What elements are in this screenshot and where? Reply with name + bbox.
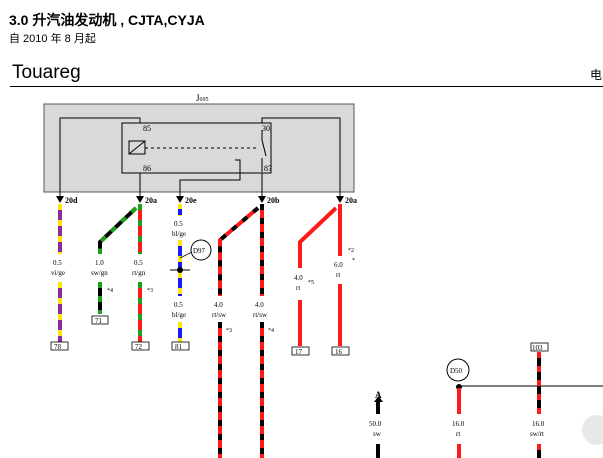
connector-arrow-20b [258, 196, 266, 203]
wire5-note: *3 [226, 328, 232, 334]
wire4b-color: bl/ge [172, 311, 186, 319]
header-rule [10, 86, 603, 87]
wire1-size: 0.5 [53, 259, 62, 267]
wire6-color: rt/sw [253, 311, 268, 319]
wire11-size: 16.0 [532, 420, 545, 428]
scroll-button[interactable] [582, 415, 603, 445]
wire8-note: *2 [348, 248, 354, 254]
terminal-a: A [375, 390, 382, 400]
connector-arrow-20e [176, 196, 184, 203]
wire-sw-gn [98, 206, 138, 314]
page-subtitle: 自 2010 年 8 月起 [9, 33, 96, 45]
wire-rt-sw-1 [218, 206, 260, 458]
wire4b-size: 0.5 [174, 301, 183, 309]
wire9-size: 50.0 [369, 420, 382, 428]
ground-71-box [91, 315, 109, 325]
ground-16-box [331, 346, 350, 356]
wire8-color: rt [336, 271, 340, 279]
internal-wire-85 [59, 117, 141, 196]
wire3-note: *3 [147, 288, 153, 294]
ground-72: 72 [135, 343, 143, 351]
edge-text: 电 [590, 68, 603, 82]
pin-86: 86 [143, 164, 151, 173]
wire4a-color: bl/ge [172, 230, 186, 238]
ground-72-box [131, 341, 150, 351]
connector-20b: 20b [267, 196, 280, 205]
wire-rt-1 [298, 206, 338, 268]
wire7-note: *5 [308, 280, 314, 286]
wire7-color: rt [296, 284, 300, 292]
node-d50: D50 [450, 367, 463, 375]
node-d97-circle [190, 239, 212, 261]
wire3-size: 0.5 [134, 259, 143, 267]
wire7-size: 4.0 [294, 274, 303, 282]
internal-wire-20e [179, 159, 241, 196]
wire8-size: 6.0 [334, 261, 343, 269]
connector-20e: 20e [185, 196, 197, 205]
ground-78-box [50, 341, 69, 351]
connector-arrow-20d [56, 196, 64, 203]
node-d50-circle [446, 358, 470, 382]
wire3-color: rt/gn [132, 269, 146, 277]
page-title: 3.0 升汽油发动机 , CJTA,CYJA [9, 12, 205, 28]
connector-20d: 20d [65, 196, 78, 205]
wire9-color: sw [373, 430, 382, 438]
wire6-size: 4.0 [255, 301, 264, 309]
connector-arrow-20a1 [136, 196, 144, 203]
wire5-color: rt/sw [212, 311, 227, 319]
ground-78: 78 [54, 343, 62, 351]
relay-switch-icon [261, 139, 267, 157]
wire5-size: 4.0 [214, 301, 223, 309]
wire2-note: *4 [107, 288, 113, 294]
ground-16: 16 [335, 348, 343, 356]
relay-box [121, 122, 272, 174]
wire10-size: 16.0 [452, 420, 465, 428]
ground-71: 71 [95, 317, 103, 325]
connector-103-box [530, 342, 549, 352]
model-name: Touareg [12, 62, 81, 83]
connector-20a-2: 20a [345, 196, 357, 205]
wire8-note2: * [352, 258, 355, 264]
terminal-a-arrow [374, 396, 383, 402]
pin-85: 85 [143, 124, 151, 133]
module-label: J695 [196, 93, 209, 103]
wire11-color: sw/rt [530, 430, 544, 438]
wire10-color: rt [456, 430, 460, 438]
ground-17-box [291, 346, 310, 356]
connector-20a-1: 20a [145, 196, 157, 205]
connector-arrow-20a2 [336, 196, 344, 203]
node-d97: D97 [193, 247, 206, 255]
wire6-note: *4 [268, 328, 274, 334]
wire4a-size: 0.5 [174, 220, 183, 228]
pin-87: 87 [264, 164, 272, 173]
wire2-color: sw/gn [91, 269, 108, 277]
wire1-color: vi/ge [51, 269, 65, 277]
ground-81: 81 [175, 343, 183, 351]
wire2-size: 1.0 [95, 259, 104, 267]
internal-wire-30 [261, 117, 341, 196]
pin-30: 30 [262, 124, 270, 133]
ground-81-box [171, 341, 190, 351]
connector-103: 103 [532, 344, 543, 352]
ground-17: 17 [295, 348, 303, 356]
